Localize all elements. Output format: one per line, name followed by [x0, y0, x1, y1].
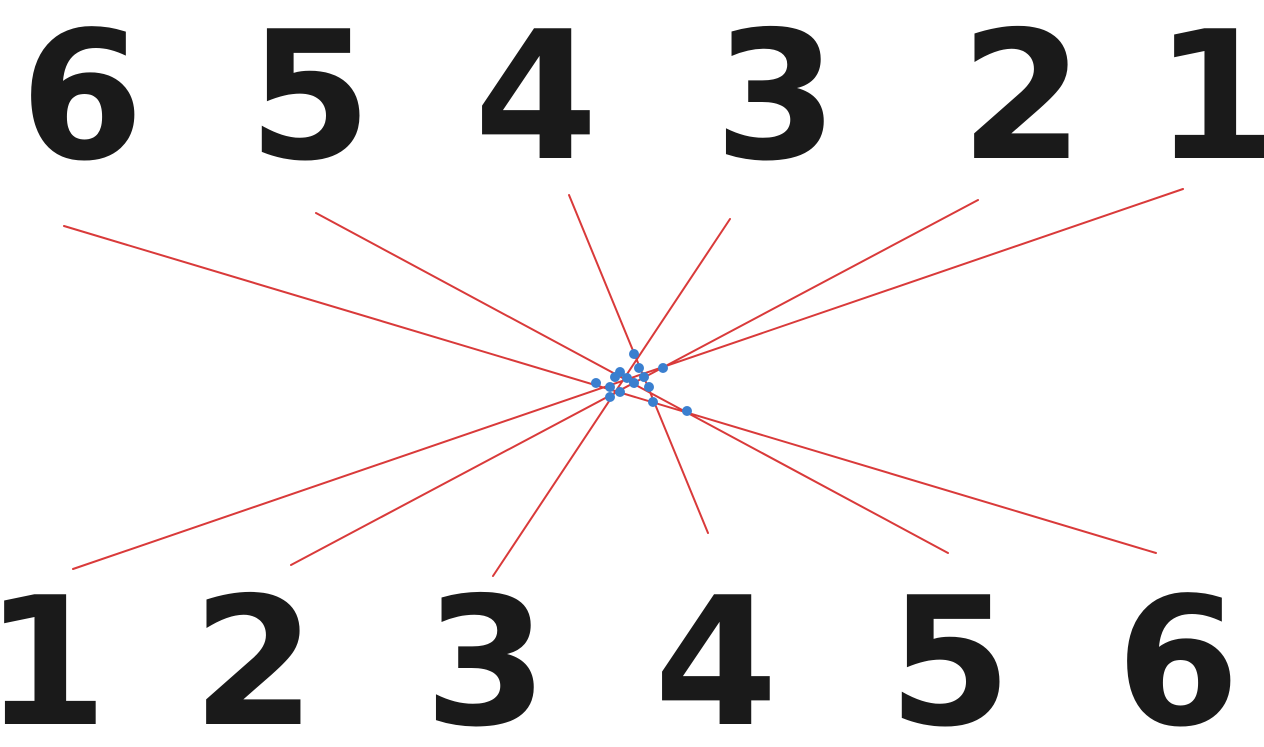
- bottom-digit-row: 1 2 3 4 5 6: [0, 559, 1240, 747]
- bottom-digit-5: 5: [888, 559, 1012, 747]
- intersection-point-10: [605, 382, 615, 392]
- top-digit-3: 3: [714, 0, 838, 200]
- intersection-point-15: [682, 406, 692, 416]
- intersection-point-14: [648, 397, 658, 407]
- intersection-point-12: [615, 387, 625, 397]
- bottom-digit-2: 2: [192, 559, 316, 747]
- top-digit-row: 6 5 4 3 2 1: [20, 0, 1264, 200]
- intersection-point-11: [644, 382, 654, 392]
- top-digit-2: 2: [960, 0, 1084, 200]
- connector-lines: [63, 188, 1184, 577]
- bottom-digit-6: 6: [1116, 559, 1240, 747]
- top-digit-5: 5: [248, 0, 372, 200]
- intersection-point-7: [622, 373, 632, 383]
- intersection-point-9: [629, 378, 639, 388]
- intersection-point-3: [634, 363, 644, 373]
- bottom-digit-4: 4: [654, 559, 778, 747]
- bottom-digit-3: 3: [424, 559, 548, 747]
- intersection-point-13: [605, 392, 615, 402]
- top-digit-6: 6: [20, 0, 144, 200]
- top-digit-1: 1: [1154, 0, 1264, 200]
- top-digit-4: 4: [474, 0, 598, 200]
- intersection-point-2: [658, 363, 668, 373]
- intersection-point-6: [591, 378, 601, 388]
- intersection-point-8: [639, 372, 649, 382]
- intersection-point-5: [610, 372, 620, 382]
- intersection-point-1: [629, 349, 639, 359]
- intersection-points: [591, 349, 692, 416]
- bottom-digit-1: 1: [0, 559, 108, 747]
